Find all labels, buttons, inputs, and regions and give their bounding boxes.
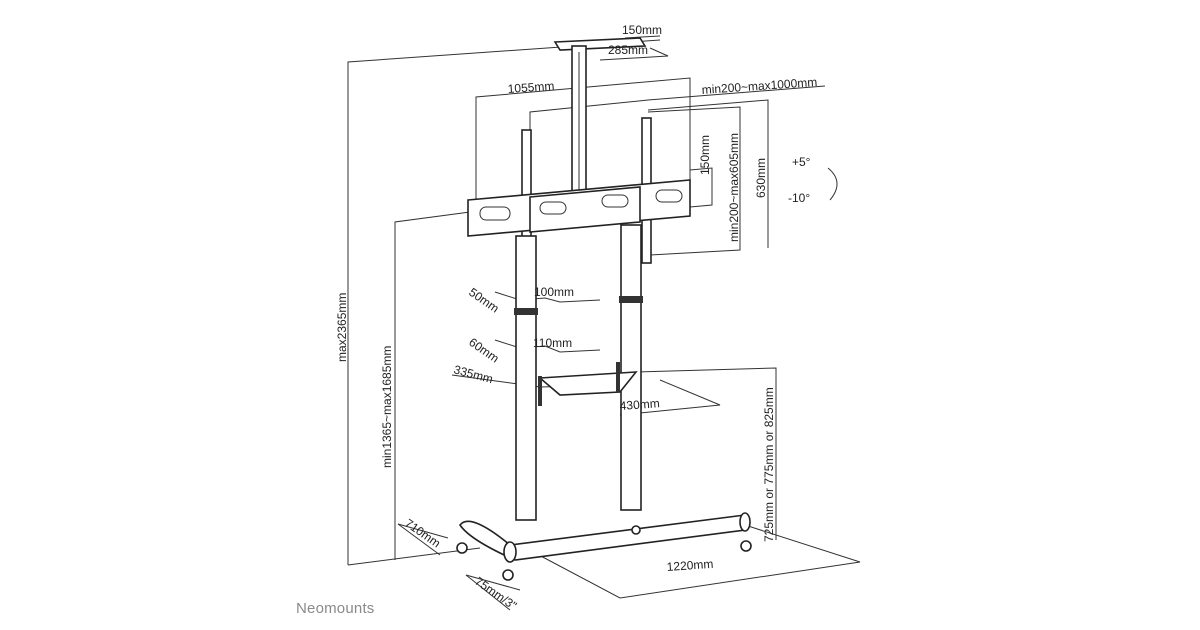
label-shelf-depth: 335mm — [452, 362, 494, 386]
label-base-depth: 710mm — [402, 516, 443, 550]
label-mount-width: 1055mm — [507, 79, 555, 96]
label-max-height: max2365mm — [335, 293, 349, 362]
label-caster-size: 75mm/3" — [472, 574, 519, 613]
label-pole-depth-lower: 60mm — [466, 335, 501, 366]
label-vesa-horizontal: min200~max1000mm — [701, 75, 817, 97]
brand-logo-text: Neomounts — [296, 600, 375, 617]
label-top-plate-depth: 285mm — [608, 43, 648, 57]
label-tilt-down: -10° — [788, 191, 810, 205]
label-pole-width-upper: 100mm — [534, 285, 574, 299]
dimension-lines — [347, 35, 861, 611]
label-top-plate-width: 150mm — [622, 23, 662, 37]
label-shelf-width: 430mm — [619, 396, 660, 413]
stand-illustration — [456, 37, 838, 581]
label-tilt-up: +5° — [792, 155, 811, 169]
label-shelf-height: 725mm or 775mm or 825mm — [762, 387, 776, 542]
label-pole-depth-upper: 50mm — [466, 285, 501, 316]
label-pole-width-lower: 110mm — [533, 336, 572, 350]
label-vesa-offset: 150mm — [698, 135, 712, 175]
label-base-width: 1220mm — [666, 557, 714, 574]
label-mount-height: 630mm — [754, 158, 768, 198]
label-mount-height-range: min1365~max1685mm — [380, 346, 394, 468]
label-vesa-vertical: min200~max605mm — [727, 133, 741, 242]
